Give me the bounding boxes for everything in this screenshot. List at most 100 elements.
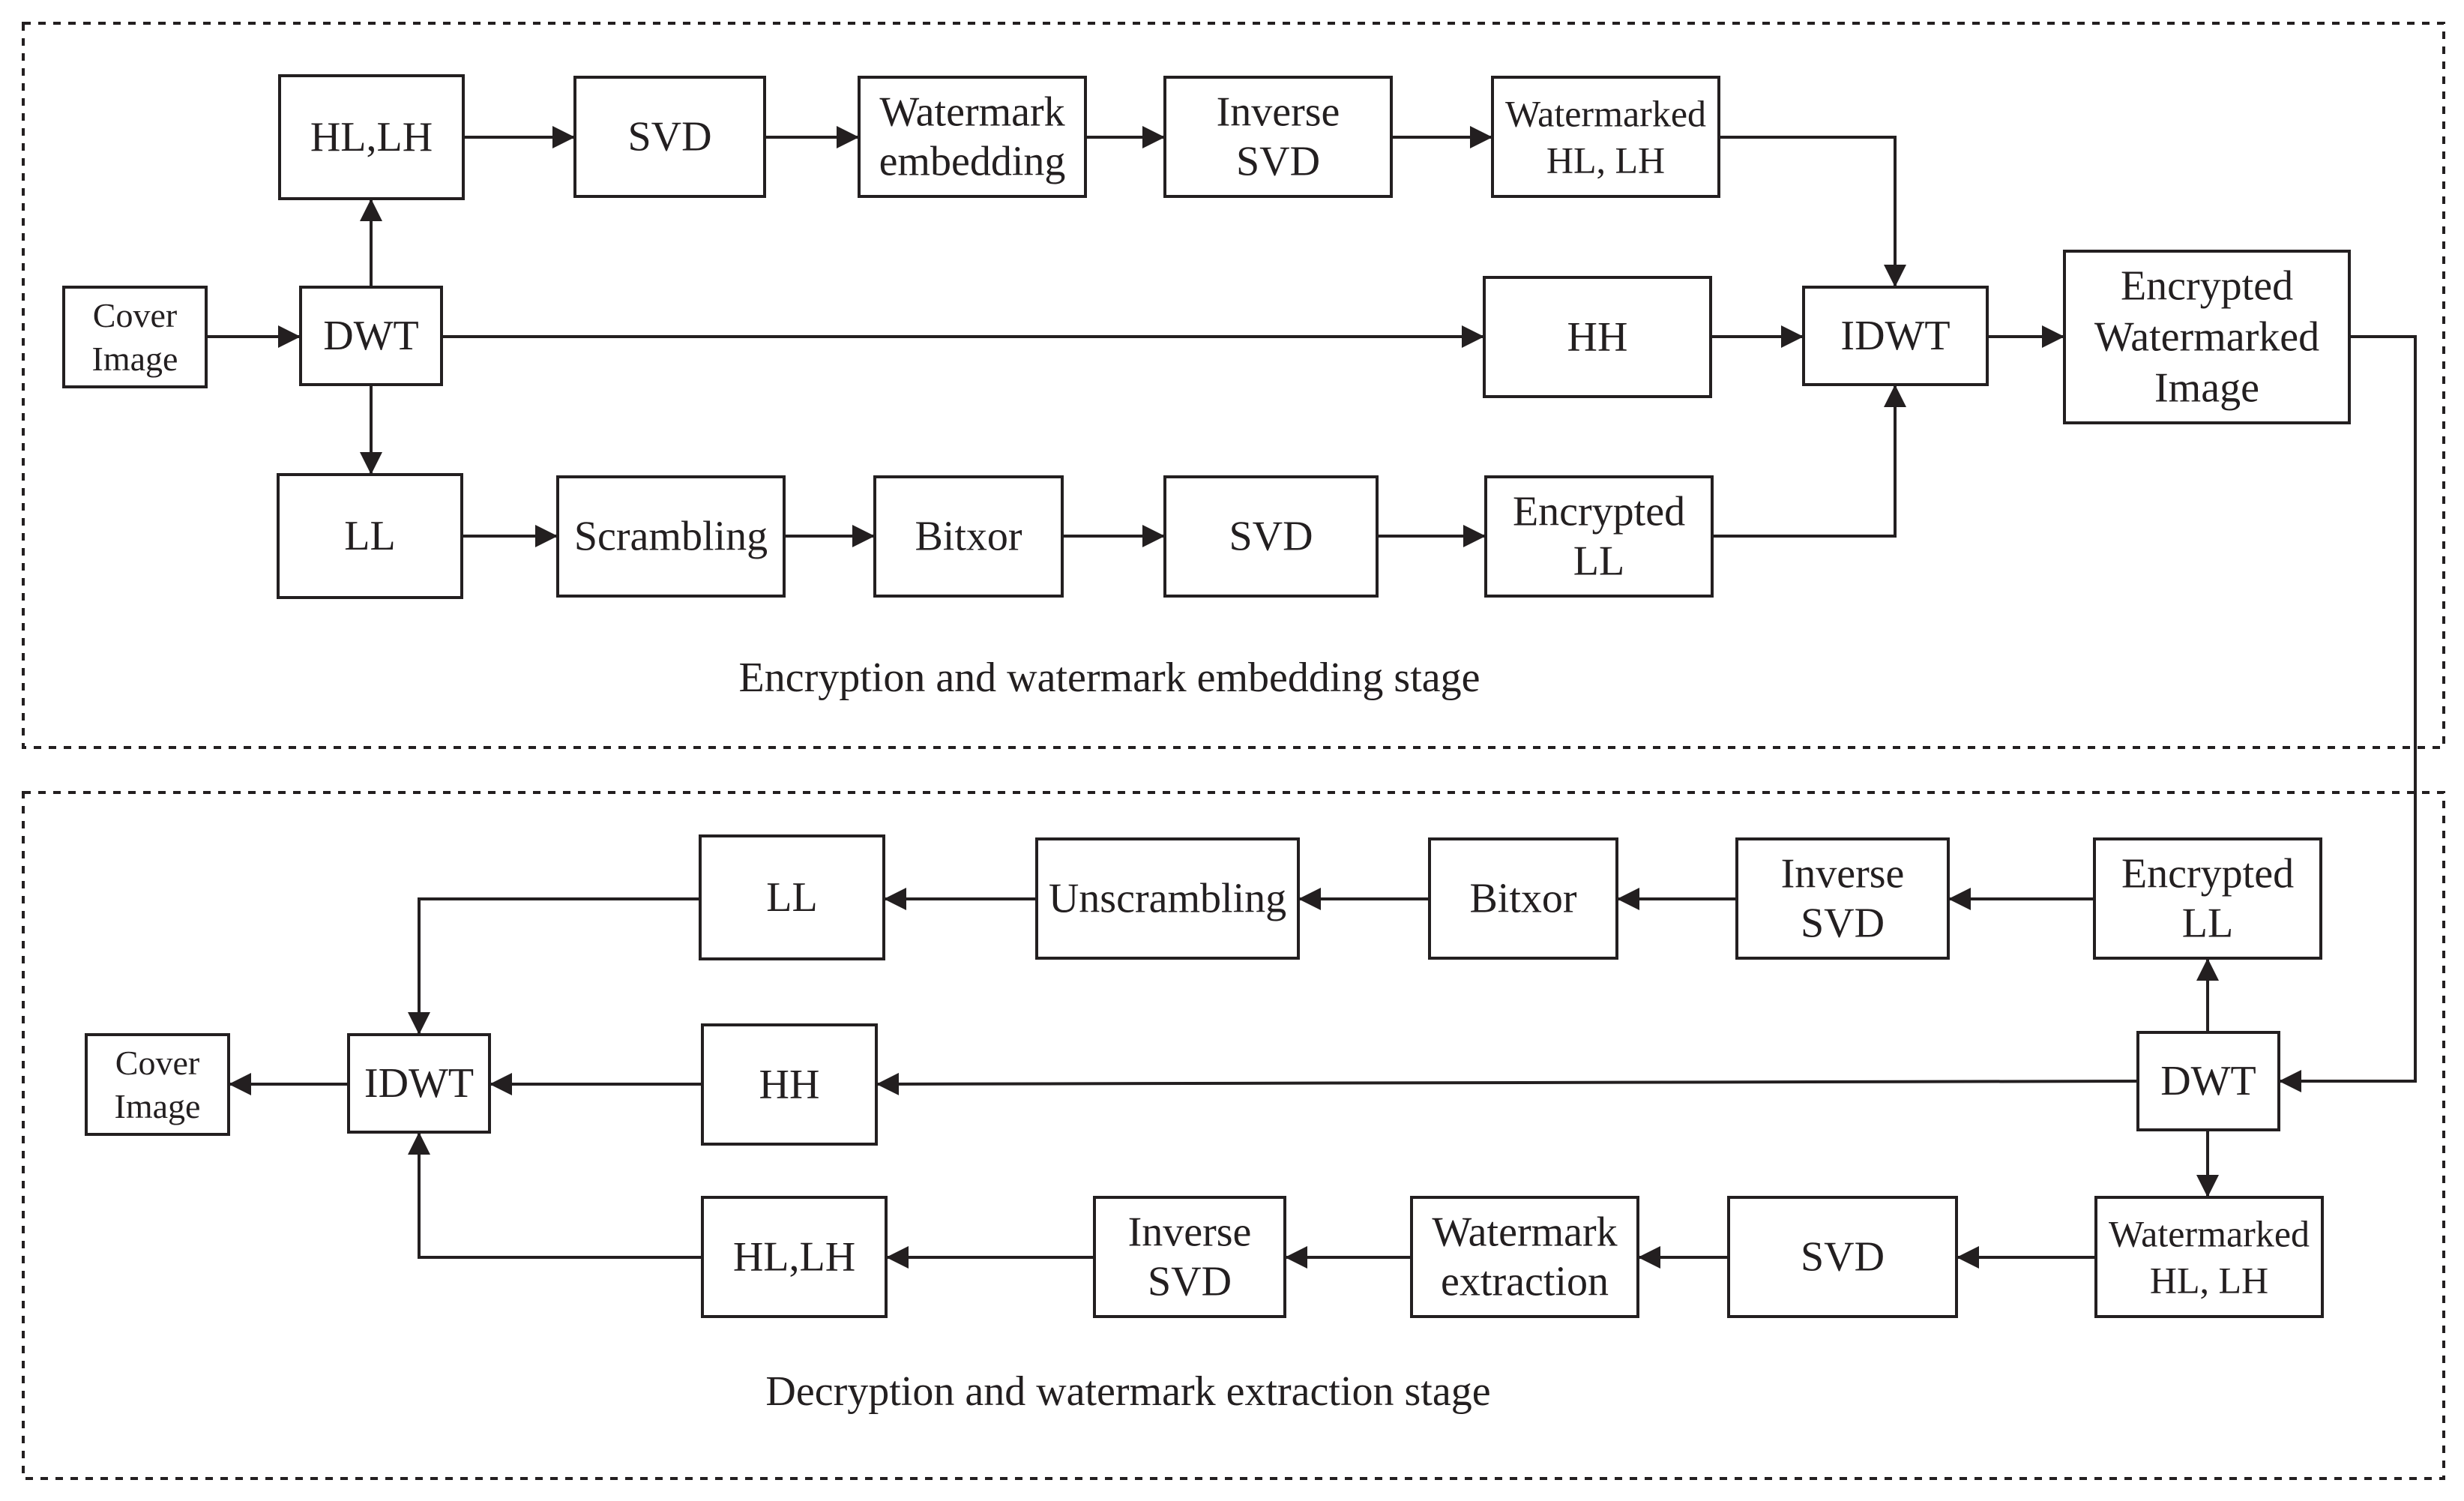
- node-label: HH: [1567, 314, 1628, 361]
- node-box: [1093, 1196, 1286, 1318]
- node-label: Watermarked: [2094, 314, 2319, 361]
- node-box: [277, 473, 463, 599]
- node-box: [701, 1023, 878, 1146]
- node-box: [699, 834, 885, 960]
- node-label: Watermark: [1432, 1209, 1617, 1256]
- node-label: HL, LH: [2150, 1260, 2268, 1302]
- node-label: Watermarked: [1505, 93, 1706, 135]
- node-d-hh: HH: [701, 1023, 878, 1146]
- node-box: [556, 475, 786, 598]
- node-label: HH: [759, 1062, 820, 1108]
- node-label: LL: [766, 874, 817, 921]
- node-label: Inverse: [1217, 89, 1340, 136]
- node-box: [85, 1033, 230, 1136]
- node-box: [1428, 837, 1618, 960]
- node-e-ll: LL: [277, 473, 463, 599]
- node-label: Watermarked: [2109, 1213, 2310, 1255]
- node-label: SVD: [1236, 139, 1320, 185]
- node-label: Image: [2154, 365, 2259, 412]
- extraction-stage-label: Decryption and watermark extraction stag…: [765, 1368, 1490, 1415]
- node-label: embedding: [879, 139, 1066, 185]
- node-box: [2063, 250, 2351, 424]
- node-label: HL,LH: [310, 114, 433, 160]
- node-box: [2094, 1196, 2324, 1318]
- node-label: LL: [2182, 900, 2233, 947]
- node-box: [1491, 76, 1720, 198]
- node-box: [873, 475, 1064, 598]
- node-label: Unscrambling: [1049, 876, 1286, 922]
- arrow-edge: [408, 1132, 702, 1259]
- edges: [206, 126, 2417, 1269]
- node-box: [1163, 76, 1393, 198]
- node-label: Inverse: [1128, 1209, 1252, 1256]
- node-d-hllh: HL,LH: [701, 1196, 888, 1318]
- node-e-bitxor: Bitxor: [873, 475, 1064, 598]
- node-label: Bitxor: [915, 514, 1022, 560]
- node-box: [1735, 837, 1950, 960]
- node-box: [299, 286, 443, 386]
- arrow-edge: [1712, 385, 1906, 538]
- node-e-svd1: SVD: [573, 76, 766, 198]
- node-label: SVD: [627, 114, 711, 160]
- node-label: Cover: [93, 296, 177, 334]
- node-d-bitxor: Bitxor: [1428, 837, 1618, 960]
- node-d-svd: SVD: [1727, 1196, 1958, 1318]
- arrow-edge: [1719, 136, 1906, 287]
- node-label: IDWT: [1840, 313, 1950, 359]
- arrow-edge: [408, 897, 700, 1035]
- node-box: [701, 1196, 888, 1318]
- node-box: [1802, 286, 1989, 386]
- node-box: [858, 76, 1087, 198]
- node-label: Bitxor: [1469, 876, 1576, 922]
- node-label: extraction: [1441, 1259, 1609, 1305]
- node-label: Encrypted: [2121, 851, 2294, 897]
- node-label: Inverse: [1781, 851, 1905, 897]
- node-label: SVD: [1801, 1234, 1885, 1281]
- node-label: Cover: [115, 1044, 199, 1082]
- node-box: [1484, 475, 1714, 598]
- embedding-stage-border: [22, 22, 2445, 749]
- node-box: [1035, 837, 1300, 960]
- node-box: [1483, 276, 1712, 398]
- embedding-stage-label: Encryption and watermark embedding stage: [739, 655, 1480, 701]
- node-box: [1410, 1196, 1639, 1318]
- node-label: SVD: [1229, 514, 1313, 560]
- node-label: Image: [115, 1087, 201, 1125]
- node-label: Scrambling: [574, 514, 768, 560]
- node-label: SVD: [1148, 1259, 1232, 1305]
- node-box: [573, 76, 766, 198]
- node-e-hllh: HL,LH: [278, 74, 465, 200]
- node-label: SVD: [1801, 900, 1885, 947]
- node-e-svd2: SVD: [1163, 475, 1379, 598]
- node-label: HL,LH: [733, 1234, 855, 1281]
- extraction-stage-border: [22, 791, 2445, 1480]
- node-box: [347, 1033, 491, 1134]
- node-e-hh: HH: [1483, 276, 1712, 398]
- node-box: [2093, 837, 2322, 960]
- node-box: [1727, 1196, 1958, 1318]
- node-label: DWT: [323, 313, 419, 359]
- node-d-unscramble: Unscrambling: [1035, 837, 1300, 960]
- node-e-idwt: IDWT: [1802, 286, 1989, 386]
- node-label: DWT: [2160, 1058, 2256, 1104]
- node-label: LL: [1573, 538, 1624, 585]
- node-box: [278, 74, 465, 200]
- node-box: [2136, 1031, 2280, 1131]
- node-e-dwt: DWT: [299, 286, 443, 386]
- node-e-scramble: Scrambling: [556, 475, 786, 598]
- node-label: Encrypted: [2121, 263, 2293, 310]
- node-label: Encrypted: [1513, 489, 1685, 535]
- node-label: HL, LH: [1546, 139, 1665, 181]
- arrow-edge: [2279, 335, 2417, 1092]
